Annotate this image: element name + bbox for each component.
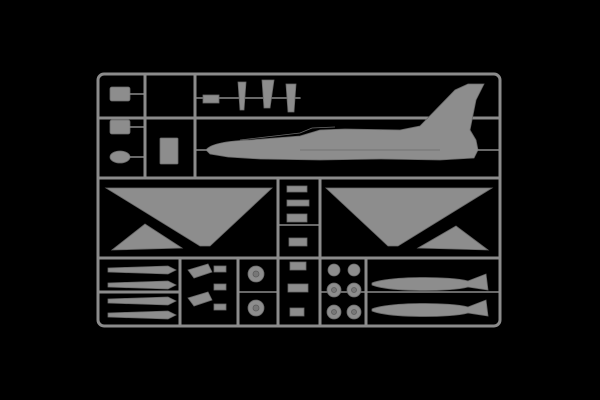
fuselage-half-part (194, 83, 501, 161)
right-wing-part (324, 187, 494, 251)
sprue-frame (96, 72, 502, 328)
external-stores-parts (107, 265, 177, 320)
drop-tank-parts (371, 273, 489, 317)
landing-gear-parts (202, 79, 297, 113)
small-parts-top-left (109, 86, 179, 165)
pylon-parts (187, 263, 227, 311)
left-wing-part (104, 187, 274, 251)
wheel-parts (247, 263, 362, 320)
center-small-parts (286, 185, 310, 317)
